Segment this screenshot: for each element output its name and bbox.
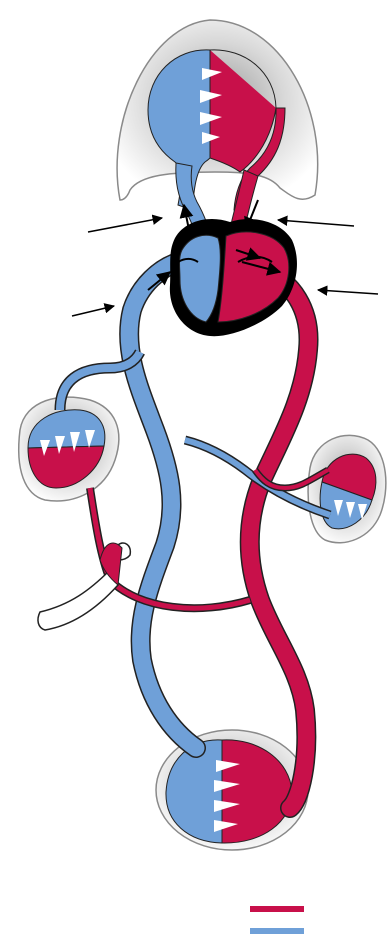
pointer-arrow: [72, 306, 114, 316]
lung-capillary-bed: [117, 20, 318, 214]
heart: [170, 219, 297, 336]
body-capillary-bed: [156, 730, 308, 850]
pointer-arrow: [318, 290, 378, 294]
pointer-arrow: [278, 220, 354, 226]
systemic-venous-vessel: [129, 262, 196, 748]
pointer-arrow: [88, 218, 162, 232]
systemic-arterial-vessel: [250, 270, 309, 808]
legend-swatch-oxygenated: [250, 906, 304, 912]
legend: [250, 906, 304, 934]
legend-swatch-deoxygenated: [250, 928, 304, 934]
